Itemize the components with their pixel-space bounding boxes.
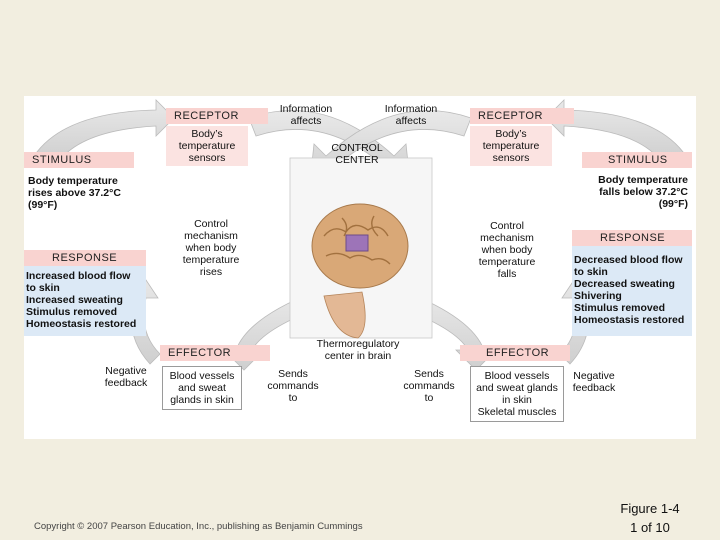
right-receptor-heading: RECEPTOR	[470, 108, 574, 124]
copyright-text: Copyright © 2007 Pearson Education, Inc.…	[34, 521, 363, 532]
right-response-heading: RESPONSE	[572, 230, 692, 246]
right-effector-heading: EFFECTOR	[460, 345, 570, 361]
right-response-box	[572, 230, 692, 336]
left-receptor-heading: RECEPTOR	[166, 108, 268, 124]
left-effector-heading: EFFECTOR	[160, 345, 270, 361]
left-stimulus-arrow	[33, 99, 175, 161]
right-stimulus-heading: STIMULUS	[582, 152, 692, 168]
thermoregulatory-center-marker	[345, 234, 369, 252]
left-stimulus-heading: STIMULUS	[24, 152, 134, 168]
left-response-heading: RESPONSE	[24, 250, 146, 266]
brainstem-icon	[323, 291, 366, 339]
